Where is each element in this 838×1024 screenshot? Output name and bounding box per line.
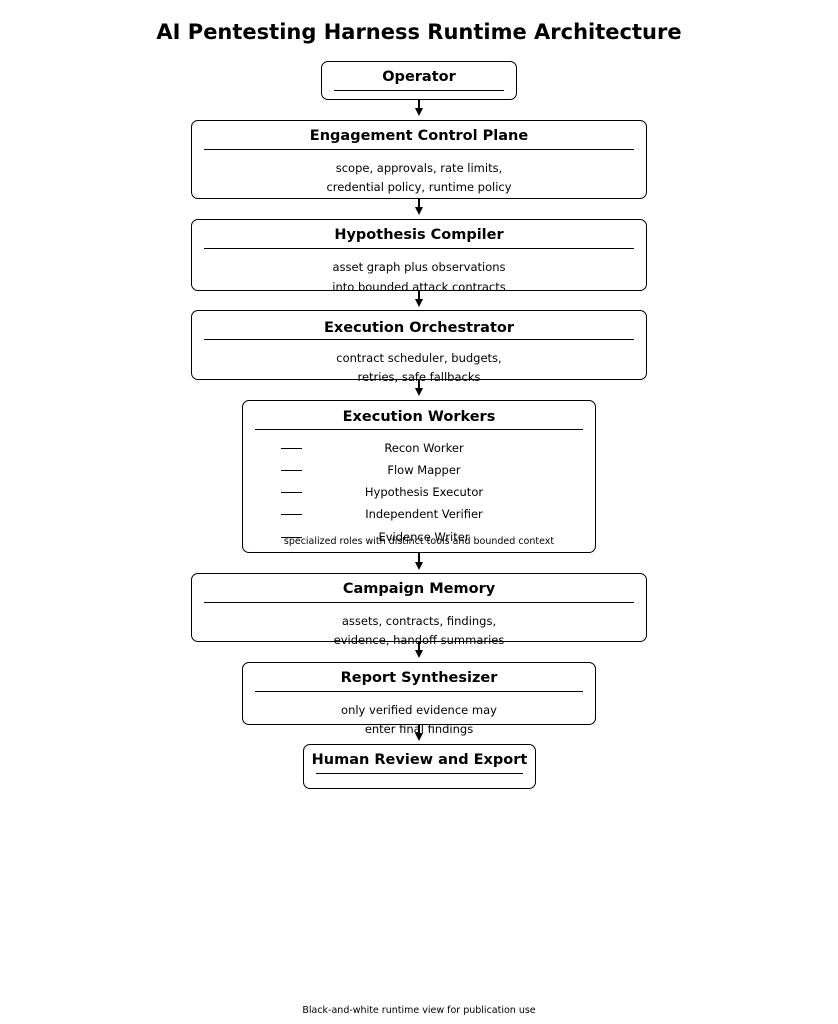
- hypothesis-compiler-node: Hypothesis Compiler asset graph plus obs…: [191, 219, 647, 294]
- worker-item-independent-verifier: Independent Verifier: [243, 507, 595, 525]
- worker-label: Flow Mapper: [387, 463, 461, 477]
- hypothesis-compiler-title: Hypothesis Compiler: [334, 227, 504, 243]
- workers-note: specialized roles with distinct tools an…: [283, 536, 555, 547]
- campaign-memory-node: Campaign Memory assets, contracts, findi…: [191, 573, 647, 647]
- workers-node: Execution Workers Recon Worker Flow Mapp…: [242, 400, 596, 553]
- worker-label: Evidence Writer: [378, 530, 470, 544]
- human-review-node: Human Review and Export: [303, 744, 536, 789]
- control-plane-rule: [204, 149, 634, 150]
- worker-item-evidence-writer: Evidence Writer: [243, 530, 595, 548]
- worker-bullet: [281, 448, 302, 449]
- worker-bullet: [281, 537, 302, 538]
- operator-rule: [334, 90, 504, 91]
- control-plane-line-2: credential policy, runtime policy: [326, 180, 512, 194]
- control-plane-title: Engagement Control Plane: [309, 128, 529, 144]
- report-synthesizer-title: Report Synthesizer: [340, 670, 498, 686]
- orchestrator-line-2: retries, safe fallbacks: [357, 370, 481, 384]
- worker-item-hypothesis-executor: Hypothesis Executor: [243, 485, 595, 503]
- diagram-title: AI Pentesting Harness Runtime Architectu…: [156, 20, 682, 44]
- report-synthesizer-node: Report Synthesizer only verified evidenc…: [242, 662, 596, 736]
- control-plane-line-1: scope, approvals, rate limits,: [335, 161, 503, 175]
- worker-label: Recon Worker: [384, 441, 464, 455]
- operator-node: Operator: [321, 61, 517, 100]
- worker-bullet: [281, 470, 302, 471]
- worker-item-flow-mapper: Flow Mapper: [243, 463, 595, 481]
- hypothesis-compiler-line-2: into bounded attack contracts: [332, 280, 506, 294]
- worker-label: Hypothesis Executor: [364, 485, 484, 499]
- orchestrator-line-1: contract scheduler, budgets,: [336, 351, 502, 365]
- hypothesis-compiler-line-1: asset graph plus observations: [332, 260, 506, 274]
- report-synthesizer-line-1: only verified evidence may: [341, 703, 497, 717]
- orchestrator-node: Execution Orchestrator contract schedule…: [191, 310, 647, 384]
- campaign-memory-title: Campaign Memory: [342, 581, 496, 597]
- orchestrator-title: Execution Orchestrator: [323, 320, 514, 336]
- human-review-rule: [316, 773, 523, 774]
- worker-bullet: [281, 514, 302, 515]
- workers-rule: [255, 429, 583, 430]
- footer-caption: Black-and-white runtime view for publica…: [302, 1005, 536, 1016]
- worker-label: Independent Verifier: [365, 507, 483, 521]
- report-synthesizer-rule: [255, 691, 583, 692]
- workers-title: Execution Workers: [342, 409, 496, 425]
- campaign-memory-line-1: assets, contracts, findings,: [341, 614, 497, 628]
- human-review-title: Human Review and Export: [311, 752, 528, 768]
- worker-item-recon: Recon Worker: [243, 441, 595, 459]
- hypothesis-compiler-rule: [204, 248, 634, 249]
- control-plane-node: Engagement Control Plane scope, approval…: [191, 120, 647, 199]
- orchestrator-rule: [204, 339, 634, 340]
- campaign-memory-rule: [204, 602, 634, 603]
- worker-bullet: [281, 492, 302, 493]
- campaign-memory-line-2: evidence, handoff summaries: [333, 633, 505, 647]
- operator-title: Operator: [382, 69, 456, 85]
